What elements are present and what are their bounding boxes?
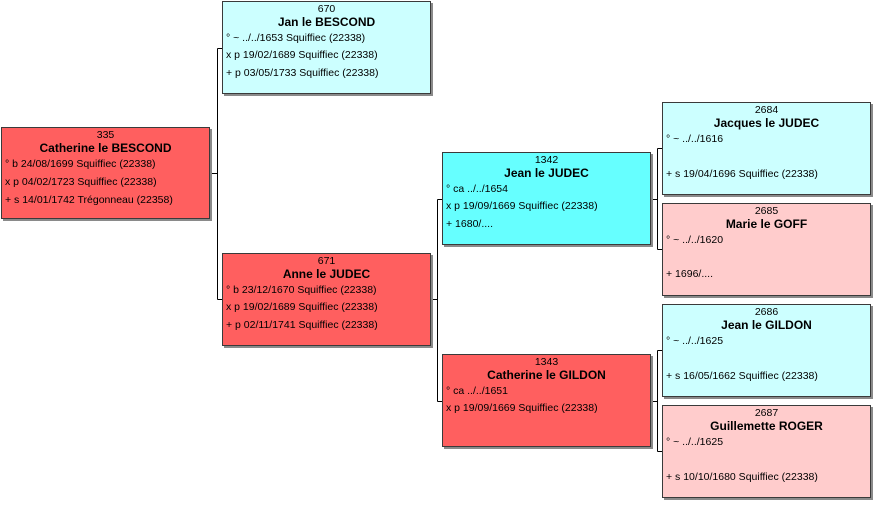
- person-card-671[interactable]: 671 Anne le JUDEC ° b 23/12/1670 Squiffi…: [222, 253, 431, 346]
- person-card-2686[interactable]: 2686 Jean le GILDON ° ~ ../../1625 + s 1…: [662, 304, 871, 397]
- birth-event: ° ~ ../../1620: [666, 234, 724, 246]
- link-1342-parents: [651, 148, 663, 250]
- death-event: + s 10/10/1680 Squiffiec (22338): [666, 471, 818, 483]
- link-335-parents: [211, 48, 223, 300]
- marriage-event: x p 19/02/1689 Squiffiec (22338): [226, 49, 378, 61]
- sosa-number: 2684: [754, 104, 779, 116]
- marriage-event: x p 19/02/1689 Squiffiec (22338): [226, 301, 378, 313]
- death-event: + p 03/05/1733 Squiffiec (22338): [226, 67, 379, 79]
- person-name: Jan le BESCOND: [277, 15, 376, 29]
- death-event: + s 19/04/1696 Squiffiec (22338): [666, 168, 818, 180]
- person-card-1342[interactable]: 1342 Jean le JUDEC ° ca ../../1654 x p 1…: [442, 152, 651, 245]
- birth-event: ° ca ../../1654: [446, 183, 508, 195]
- death-event: + s 14/01/1742 Trégonneau (22358): [5, 194, 173, 206]
- person-card-2687[interactable]: 2687 Guillemette ROGER ° ~ ../../1625 + …: [662, 405, 871, 498]
- marriage-event: x p 04/02/1723 Squiffiec (22338): [5, 176, 157, 188]
- sosa-number: 1343: [534, 356, 559, 368]
- marriage-event: x p 19/09/1669 Squiffiec (22338): [446, 402, 598, 414]
- marriage-event: x p 19/09/1669 Squiffiec (22338): [446, 200, 598, 212]
- person-card-670[interactable]: 670 Jan le BESCOND ° ~ ../../1653 Squiff…: [222, 1, 431, 94]
- person-name: Jean le JUDEC: [504, 166, 589, 180]
- sosa-number: 1342: [534, 154, 559, 166]
- sosa-number: 335: [96, 129, 115, 141]
- person-name: Marie le GOFF: [725, 217, 808, 231]
- link-671-parents: [431, 199, 443, 402]
- person-name: Anne le JUDEC: [282, 267, 371, 281]
- birth-event: ° ~ ../../1625: [666, 335, 724, 347]
- birth-event: ° ca ../../1651: [446, 385, 508, 397]
- person-name: Jean le GILDON: [721, 318, 812, 332]
- birth-event: ° ~ ../../1616: [666, 133, 724, 145]
- birth-event: ° ~ ../../1653 Squiffiec (22338): [226, 32, 366, 44]
- birth-event: ° ~ ../../1625: [666, 436, 724, 448]
- sosa-number: 2687: [754, 407, 779, 419]
- person-name: Guillemette ROGER: [710, 419, 823, 433]
- birth-event: ° b 24/08/1699 Squiffiec (22338): [5, 158, 156, 170]
- person-card-335[interactable]: 335 Catherine le BESCOND ° b 24/08/1699 …: [1, 127, 210, 219]
- death-event: + s 16/05/1662 Squiffiec (22338): [666, 370, 818, 382]
- sosa-number: 671: [317, 255, 336, 267]
- person-card-2684[interactable]: 2684 Jacques le JUDEC ° ~ ../../1616 + s…: [662, 102, 871, 195]
- person-card-1343[interactable]: 1343 Catherine le GILDON ° ca ../../1651…: [442, 354, 651, 447]
- person-name: Catherine le GILDON: [487, 368, 606, 382]
- birth-event: ° b 23/12/1670 Squiffiec (22338): [226, 284, 377, 296]
- sosa-number: 2685: [754, 205, 779, 217]
- death-event: + p 02/11/1741 Squiffiec (22338): [226, 319, 378, 331]
- sosa-number: 670: [317, 3, 336, 15]
- link-1343-parents: [651, 350, 663, 452]
- person-name: Jacques le JUDEC: [713, 116, 820, 130]
- death-event: + 1696/....: [666, 268, 713, 280]
- sosa-number: 2686: [754, 306, 779, 318]
- person-name: Catherine le BESCOND: [39, 141, 172, 155]
- death-event: + 1680/....: [446, 218, 493, 230]
- person-card-2685[interactable]: 2685 Marie le GOFF ° ~ ../../1620 + 1696…: [662, 203, 871, 296]
